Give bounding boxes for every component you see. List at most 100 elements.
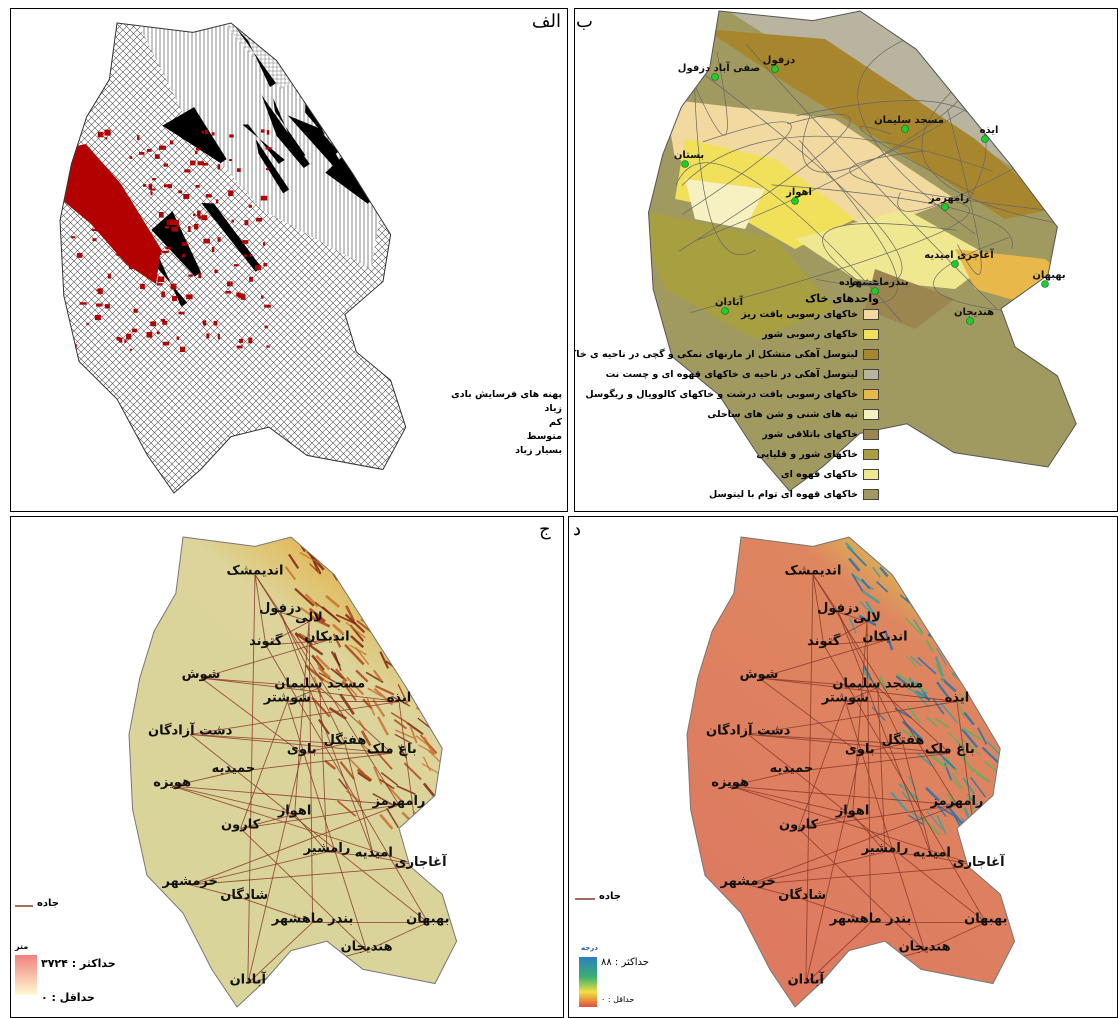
city-label: بندر ماهشهر — [271, 911, 354, 926]
city-dot — [791, 197, 799, 205]
city-label: خرمشهر — [719, 874, 775, 889]
legend-label: تپه های شنی و شن های ساحلی — [707, 409, 858, 420]
city-label: رامهرمز — [930, 794, 984, 809]
legend-swatch — [567, 445, 568, 456]
legend-label: خاکهای شور و قلیایی — [756, 449, 858, 460]
legend-item: خاکهای رسوبی بافت درشت و خاکهای کالوویال… — [579, 389, 879, 400]
city-label: امیدیه — [355, 846, 393, 861]
legend-item: خاکهای رسوبی شور — [579, 329, 879, 340]
city-label: آبادان — [715, 295, 744, 308]
map-a-canvas — [59, 22, 407, 494]
city-label: باوی — [287, 742, 317, 757]
city-label: هندیجان — [954, 307, 994, 318]
legend-label: زیاد — [544, 403, 563, 414]
min-label: حداقل : ۰ — [41, 991, 95, 1004]
legend-label: خاکهای رسوبی بافت درشت و خاکهای کالوویال… — [585, 389, 858, 400]
city-label: دشت آزادگان — [148, 721, 233, 738]
legend-item: خاکهای شور و قلیایی — [579, 449, 879, 460]
legend-swatch — [863, 489, 879, 500]
city-label: اندیمشک — [227, 564, 284, 579]
city-label: صفی آباد دزفول — [678, 61, 760, 74]
city-label: مسجد سلیمان — [874, 115, 944, 126]
city-label: رامهرمز — [928, 193, 970, 204]
city-label: دشت آزادگان — [706, 721, 791, 738]
city-dot — [771, 65, 779, 73]
city-label: حمیدیه — [770, 761, 814, 776]
road-legend-item: جاده — [579, 277, 879, 288]
city-label: هفتگل — [882, 732, 925, 748]
city-dot — [681, 160, 689, 168]
city-label: رامشیر — [861, 841, 909, 856]
city-label: هفتگل — [324, 732, 367, 748]
city-label: اندیکان — [304, 629, 349, 644]
legend-item: خاکهای رسوبی بافت ریز — [579, 309, 879, 320]
city-label: کارون — [779, 817, 819, 832]
city-label: دزفول — [259, 601, 301, 616]
legend-item: لیتوسل آهکی متشکل از مارنهای نمکی و گچی … — [575, 349, 879, 360]
city-label: اهواز — [785, 187, 812, 198]
legend-item: متوسط — [451, 431, 568, 442]
city-label: شادگان — [220, 887, 268, 903]
legend-label: لیتوسل آهکی در ناحیه ی خاکهای قهوه ای و … — [605, 369, 858, 380]
city-label: بهبهان — [964, 911, 1007, 926]
city-label: لالی — [853, 611, 881, 626]
city-label: بهبهان — [406, 911, 449, 926]
city-label: شوشتر — [821, 691, 869, 706]
city-label: خرمشهر — [161, 874, 217, 889]
min-label: حداقل : ۰ — [601, 995, 635, 1004]
city-dot — [966, 317, 974, 325]
soil-legend-title: واحدهای خاک — [805, 292, 879, 305]
city-label: شوش — [740, 667, 779, 682]
city-label: کارون — [221, 817, 261, 832]
city-label: ایذه — [387, 691, 412, 706]
legend-label: خاکهای رسوبی شور — [762, 329, 858, 340]
city-label: آغاجری امیدیه — [924, 248, 994, 261]
city-label: حمیدیه — [212, 761, 256, 776]
legend-swatch — [863, 429, 879, 440]
city-label: رامهرمز — [372, 794, 426, 809]
max-label: حداکثر : ۸۸ — [601, 957, 649, 968]
city-label: شوش — [182, 667, 221, 682]
city-label: هندیجان — [341, 940, 393, 955]
road-label: جاده — [599, 891, 621, 902]
legend-swatch — [567, 389, 568, 400]
panel-b-letter: ب — [576, 11, 593, 32]
city-label: شادگان — [778, 887, 826, 903]
legend-label: پهنه های فرسایش بادی — [451, 389, 563, 400]
legend-item: بسیار زیاد — [451, 445, 568, 456]
city-dot — [711, 73, 719, 81]
legend-swatch — [863, 309, 879, 320]
city-dot — [901, 125, 909, 133]
legend-label: کم — [549, 417, 563, 428]
legend-label: متوسط — [526, 431, 563, 442]
city-label: باغ ملک — [367, 742, 417, 757]
legend-swatch — [863, 409, 879, 420]
city-label: ایذه — [945, 691, 970, 706]
city-dot — [1041, 280, 1049, 288]
legend-item: کم — [451, 417, 567, 428]
city-label: آبادان — [788, 971, 825, 988]
city-label: مسجد سلیمان — [832, 676, 923, 691]
legend-item: خاکهای قهوه ای توام با لیتوسل — [579, 489, 879, 500]
legend-swatch — [863, 329, 879, 340]
legend-swatch — [567, 431, 568, 442]
city-dot — [941, 203, 949, 211]
legend-swatch — [863, 349, 879, 360]
city-label: باغ ملک — [925, 742, 975, 757]
city-label: اندیکان — [862, 629, 907, 644]
city-label: باوی — [845, 742, 875, 757]
legend-swatch — [863, 469, 879, 480]
legend-swatch — [863, 449, 879, 460]
city-label: لالی — [295, 611, 323, 626]
city-label: آغاجاری — [395, 853, 447, 870]
max-label: حداکثر : ۳۷۲۴ — [41, 957, 116, 970]
city-label: گتوند — [249, 633, 283, 649]
legend-label: خاکهای رسوبی بافت ریز — [741, 309, 858, 320]
unit-label: درجه — [581, 944, 598, 952]
legend-item: خاکهای باتلاقی شور — [579, 429, 879, 440]
city-label: اهواز — [835, 803, 870, 818]
panel-d-letter: د — [573, 519, 582, 540]
elevation-color-ramp — [15, 955, 37, 995]
